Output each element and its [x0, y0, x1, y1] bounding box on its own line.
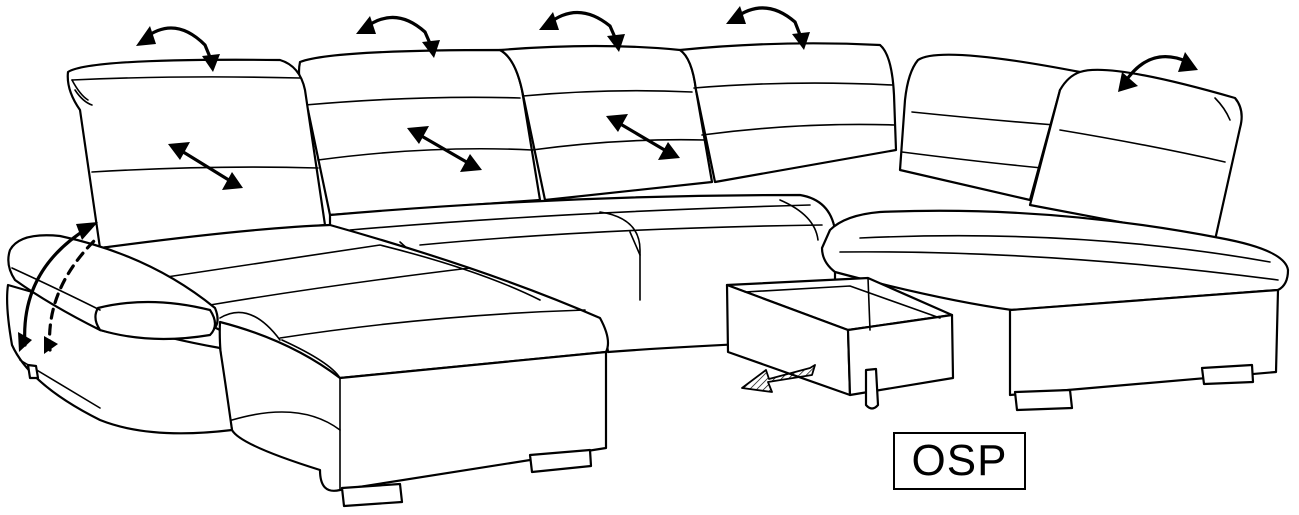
right-chaise-longue [820, 209, 1290, 412]
middle-seat-block [328, 193, 842, 354]
back-cushions [66, 42, 1243, 250]
middle-sofa [328, 193, 842, 354]
storage-drawer [725, 276, 955, 410]
drawer-strap [864, 367, 880, 410]
motion-arrows [18, 6, 1198, 354]
headrest-rotate-arrow-3 [539, 10, 625, 52]
headrest-rotate-arrow-5 [1118, 52, 1198, 92]
drawer-side [846, 313, 955, 397]
back-cushion-left [66, 58, 327, 250]
left-chaise-leg-2 [528, 448, 593, 474]
model-label: OSP [911, 436, 1008, 485]
backrest-slide-arrow-1 [168, 142, 243, 190]
left-chaise-longue [98, 223, 610, 508]
headrest-rotate-arrow-1 [136, 26, 220, 72]
armrest-cushion [94, 300, 217, 341]
right-chaise-leg-1 [1013, 388, 1074, 412]
model-label-box: OSP [893, 432, 1026, 490]
pull-out-arrow [741, 364, 816, 393]
armrest-fold-arrow [18, 222, 98, 354]
left-armrest [6, 234, 234, 435]
back-cushion-middle-3 [678, 42, 898, 184]
left-chaise-leg-1 [340, 482, 404, 508]
backrest-slide-arrow-3 [606, 114, 680, 160]
right-chaise-leg-2 [1200, 363, 1255, 386]
headrest-rotate-arrow-2 [356, 15, 440, 58]
back-cushion-right-2 [1028, 68, 1243, 242]
backrest-slide-arrow-2 [407, 126, 482, 172]
headrest-rotate-arrow-4 [726, 6, 810, 50]
